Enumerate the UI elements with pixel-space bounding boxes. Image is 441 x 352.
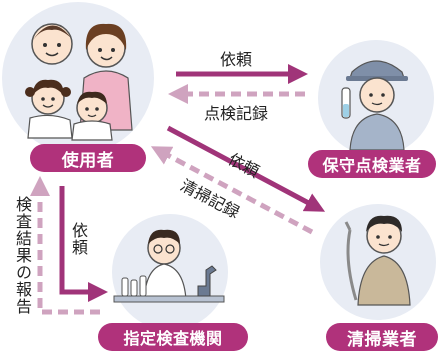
family-illustration-icon bbox=[2, 2, 154, 154]
node-inspector: 保守点検業者 bbox=[308, 150, 436, 178]
scientist-with-microscope-icon bbox=[112, 214, 228, 330]
lab-to-user-arrow bbox=[30, 176, 100, 315]
node-cleaner: 清掃業者 bbox=[326, 323, 438, 351]
label-inspector-to-user: 点検記録 bbox=[204, 104, 269, 123]
worker-with-hose-icon bbox=[320, 204, 436, 320]
label-user-to-inspector: 依頼 bbox=[220, 50, 253, 69]
user-to-lab-arrow bbox=[59, 186, 108, 302]
technician-with-test-tube-icon bbox=[318, 40, 434, 156]
user-to-cleaner-arrow bbox=[166, 125, 326, 212]
label-lab-to-user: 検査結果の報告 bbox=[13, 196, 32, 315]
node-lab: 指定検査機関 bbox=[98, 323, 248, 351]
cleaner-to-user-arrow bbox=[150, 146, 314, 235]
node-user: 使用者 bbox=[30, 144, 146, 172]
label-user-to-lab: 依頼 bbox=[69, 222, 88, 256]
